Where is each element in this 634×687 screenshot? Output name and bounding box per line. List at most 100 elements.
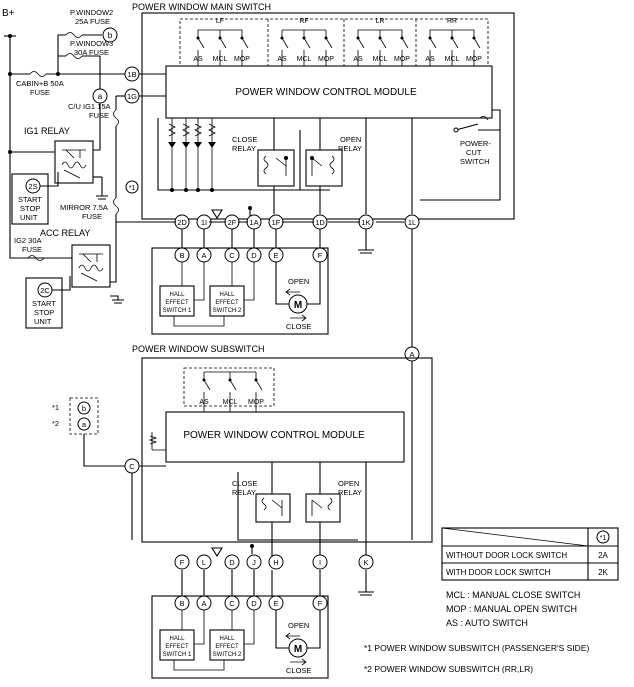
svg-text:EFFECT: EFFECT [215, 644, 239, 650]
connector-pin: F [318, 251, 323, 260]
svg-text:EFFECT: EFFECT [165, 300, 189, 306]
connector-pin: C [229, 599, 235, 608]
sub-switch-label: MCL [223, 399, 238, 406]
cabin-fuse-label-2: FUSE [30, 88, 50, 97]
ssu2-line2: STOP [34, 308, 54, 317]
resistor-diode-ladder [157, 118, 330, 192]
ig1-relay-label: IG1 RELAY [24, 126, 70, 136]
connector-pin: C [229, 251, 235, 260]
mirror-fuse-label-1: MIRROR 7.5A [60, 203, 108, 212]
sub-terminal: K [363, 558, 368, 567]
main-close-relay: CLOSE RELAY [232, 135, 295, 187]
switch-label: AS [193, 56, 203, 63]
ig2-fuse-label-1: IG2 30A [14, 236, 42, 245]
svg-text:SWITCH 2: SWITCH 2 [213, 652, 242, 658]
cabin-fuse-label-1: CABIN+B 50A [16, 79, 64, 88]
terminal-1K: 1K [361, 218, 370, 227]
pw2-fuse-label-2: 25A FUSE [75, 17, 110, 26]
ssu1-terminal: 2S [28, 182, 37, 191]
ssu1-line2: STOP [20, 204, 40, 213]
svg-text:SWITCH 1: SWITCH 1 [163, 308, 192, 314]
svg-text:RELAY: RELAY [232, 144, 256, 153]
switch-label: MOP [234, 56, 250, 63]
terminal-table: *1 WITHOUT DOOR LOCK SWITCH 2A WITH DOOR… [441, 527, 619, 581]
switch-label: MCL [445, 56, 460, 63]
svg-text:HALL: HALL [219, 292, 235, 298]
power-cut-switch: POWER- CUT SWITCH [453, 109, 501, 166]
legend-mcl: MCL : MANUAL CLOSE SWITCH [446, 590, 580, 600]
legend-as: AS : AUTO SWITCH [446, 618, 528, 628]
svg-text:CLOSE: CLOSE [232, 135, 257, 144]
b-plus-label: B+ [2, 8, 15, 19]
main-pwcm-label: POWER WINDOW CONTROL MODULE [235, 87, 417, 98]
switch-label: MCL [213, 56, 228, 63]
sub-pwcm-label: POWER WINDOW CONTROL MODULE [183, 430, 365, 441]
svg-text:b: b [82, 404, 86, 413]
ssu2-terminal: 2C [40, 286, 50, 295]
sub-terminal: L [202, 558, 206, 567]
cu-ig1-fuse-label-2: FUSE [89, 111, 109, 120]
svg-text:RELAY: RELAY [338, 488, 362, 497]
svg-text:RELAY: RELAY [338, 144, 362, 153]
svg-text:HALL: HALL [169, 292, 185, 298]
link-b-top: b [108, 31, 113, 40]
terminal-1D: 1D [315, 218, 325, 227]
legend-mop: MOP : MANUAL OPEN SWITCH [446, 604, 577, 614]
acc-relay-label: ACC RELAY [40, 228, 90, 238]
svg-text:CLOSE: CLOSE [286, 322, 311, 331]
terminal-1F: 1F [272, 218, 281, 227]
connector-pin: F [318, 599, 323, 608]
ssu2-line1: START [32, 299, 56, 308]
svg-text:HALL: HALL [169, 636, 185, 642]
note-2: *2 POWER WINDOW SUBSWITCH (RR,LR) [364, 664, 533, 674]
sub-terminal: F [180, 558, 185, 567]
svg-text:OPEN: OPEN [340, 135, 361, 144]
switch-label: MOP [394, 56, 410, 63]
svg-text:SWITCH: SWITCH [460, 157, 490, 166]
sub-terminal: J [252, 558, 256, 567]
terminal-1I: 1I [201, 218, 207, 227]
switch-label: MOP [466, 56, 482, 63]
table-row-value: 2K [598, 568, 608, 577]
svg-text:C: C [129, 462, 135, 471]
terminal-1A: 1A [249, 218, 258, 227]
switch-label: MCL [297, 56, 312, 63]
terminal-1L: 1L [408, 218, 416, 227]
connector-pin: A [201, 251, 206, 260]
sub-motor: M [294, 644, 302, 655]
mirror-fuse-label-2: FUSE [82, 212, 102, 221]
svg-text:*1: *1 [52, 403, 59, 412]
svg-text:OPEN: OPEN [288, 277, 309, 286]
svg-text:SWITCH 2: SWITCH 2 [213, 308, 242, 314]
table-row-label: WITH DOOR LOCK SWITCH [446, 568, 551, 577]
legend: MCL : MANUAL CLOSE SWITCH MOP : MANUAL O… [364, 590, 589, 674]
power-supply-section: B+ CABIN+B 50A FUSE P.WINDOW3 30A FUSE b… [2, 8, 139, 329]
pw3-fuse-label-1: P.WINDOW3 [70, 39, 113, 48]
table-row-label: WITHOUT DOOR LOCK SWITCH [446, 551, 567, 560]
main-motor: M [294, 300, 302, 311]
door-label-0: LF [216, 18, 224, 25]
terminal-2D: 2D [177, 218, 187, 227]
connector-pin: E [273, 599, 278, 608]
pw2-fuse-label-1: P.WINDOW2 [70, 8, 113, 17]
connector-pin: D [251, 599, 257, 608]
svg-text:EFFECT: EFFECT [165, 644, 189, 650]
connector-pin: B [179, 599, 184, 608]
svg-text:RELAY: RELAY [232, 488, 256, 497]
sub-terminal: D [229, 558, 235, 567]
pw3-fuse-label-2: 30A FUSE [74, 48, 109, 57]
svg-text:SWITCH 1: SWITCH 1 [163, 652, 192, 658]
svg-text:OPEN: OPEN [288, 621, 309, 630]
switch-label: AS [353, 56, 363, 63]
switch-label: AS [425, 56, 435, 63]
star-node-main: *1 [129, 185, 136, 192]
connector-pin: D [251, 251, 257, 260]
door-label-2: LR [376, 18, 385, 25]
svg-text:POWER-: POWER- [460, 139, 491, 148]
ssu1-line3: UNIT [20, 213, 38, 222]
